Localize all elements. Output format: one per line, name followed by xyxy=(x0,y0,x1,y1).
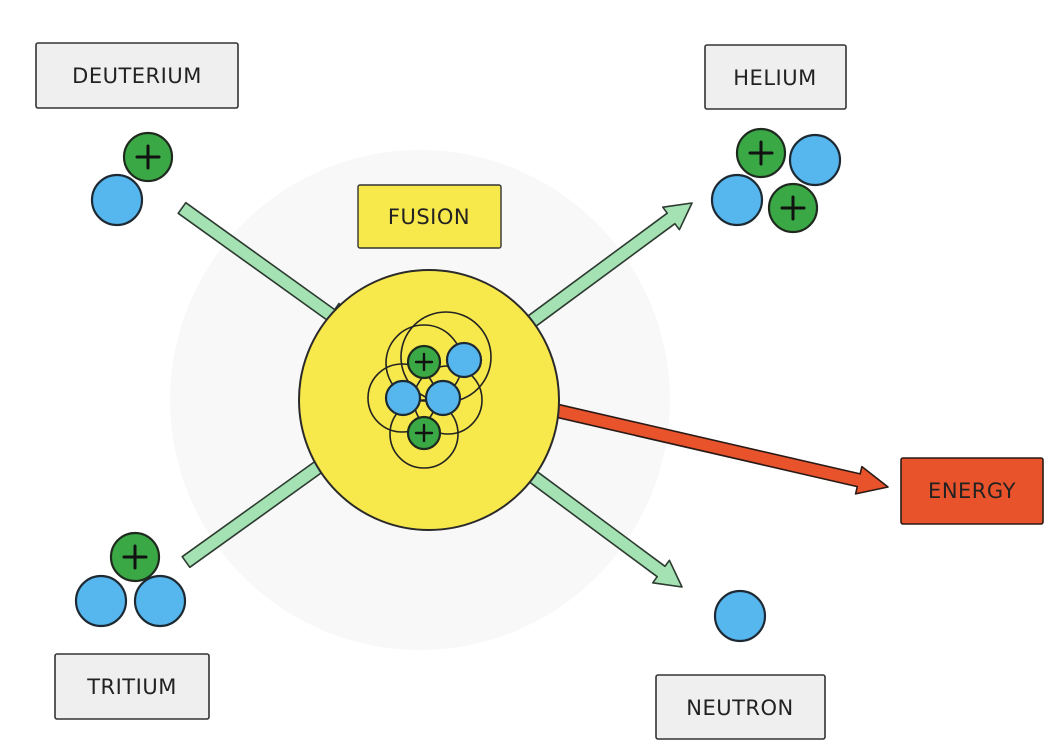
fusion-to-neutron-arrow xyxy=(511,457,683,588)
energy-label: ENERGY xyxy=(928,479,1016,503)
deuterium-nucleus xyxy=(90,131,174,227)
neutron-particle xyxy=(90,173,144,227)
neutron-particle xyxy=(788,133,842,187)
helium-label: HELIUM xyxy=(733,66,816,90)
deuterium-label: DEUTERIUM xyxy=(72,64,202,88)
free-neutron xyxy=(713,589,767,643)
fusion-to-helium-arrow xyxy=(519,202,693,334)
neutron-particle xyxy=(445,341,483,379)
helium-label-box: HELIUM xyxy=(704,44,847,110)
tritium-label-box: TRITIUM xyxy=(54,653,210,720)
deuterium-label-box: DEUTERIUM xyxy=(35,42,239,109)
neutron-particle xyxy=(74,574,128,628)
neutron-label-box: NEUTRON xyxy=(655,674,826,740)
tritium-label: TRITIUM xyxy=(86,675,177,699)
fusion-to-energy-arrow xyxy=(516,394,889,495)
neutron-particle xyxy=(133,574,187,628)
neutron-particle xyxy=(424,379,462,417)
fusion-merging-nucleus xyxy=(367,311,492,469)
fusion-label-box: FUSION xyxy=(357,184,502,249)
arrow-layer xyxy=(177,201,889,588)
neutron-particle xyxy=(710,173,764,227)
tritium-nucleus xyxy=(74,531,187,628)
fusion-label: FUSION xyxy=(388,205,470,229)
helium-nucleus xyxy=(710,127,842,234)
energy-label-box: ENERGY xyxy=(900,457,1044,525)
neutron-particle xyxy=(384,379,422,417)
neutron-label: NEUTRON xyxy=(686,696,794,720)
neutron-particle xyxy=(713,589,767,643)
